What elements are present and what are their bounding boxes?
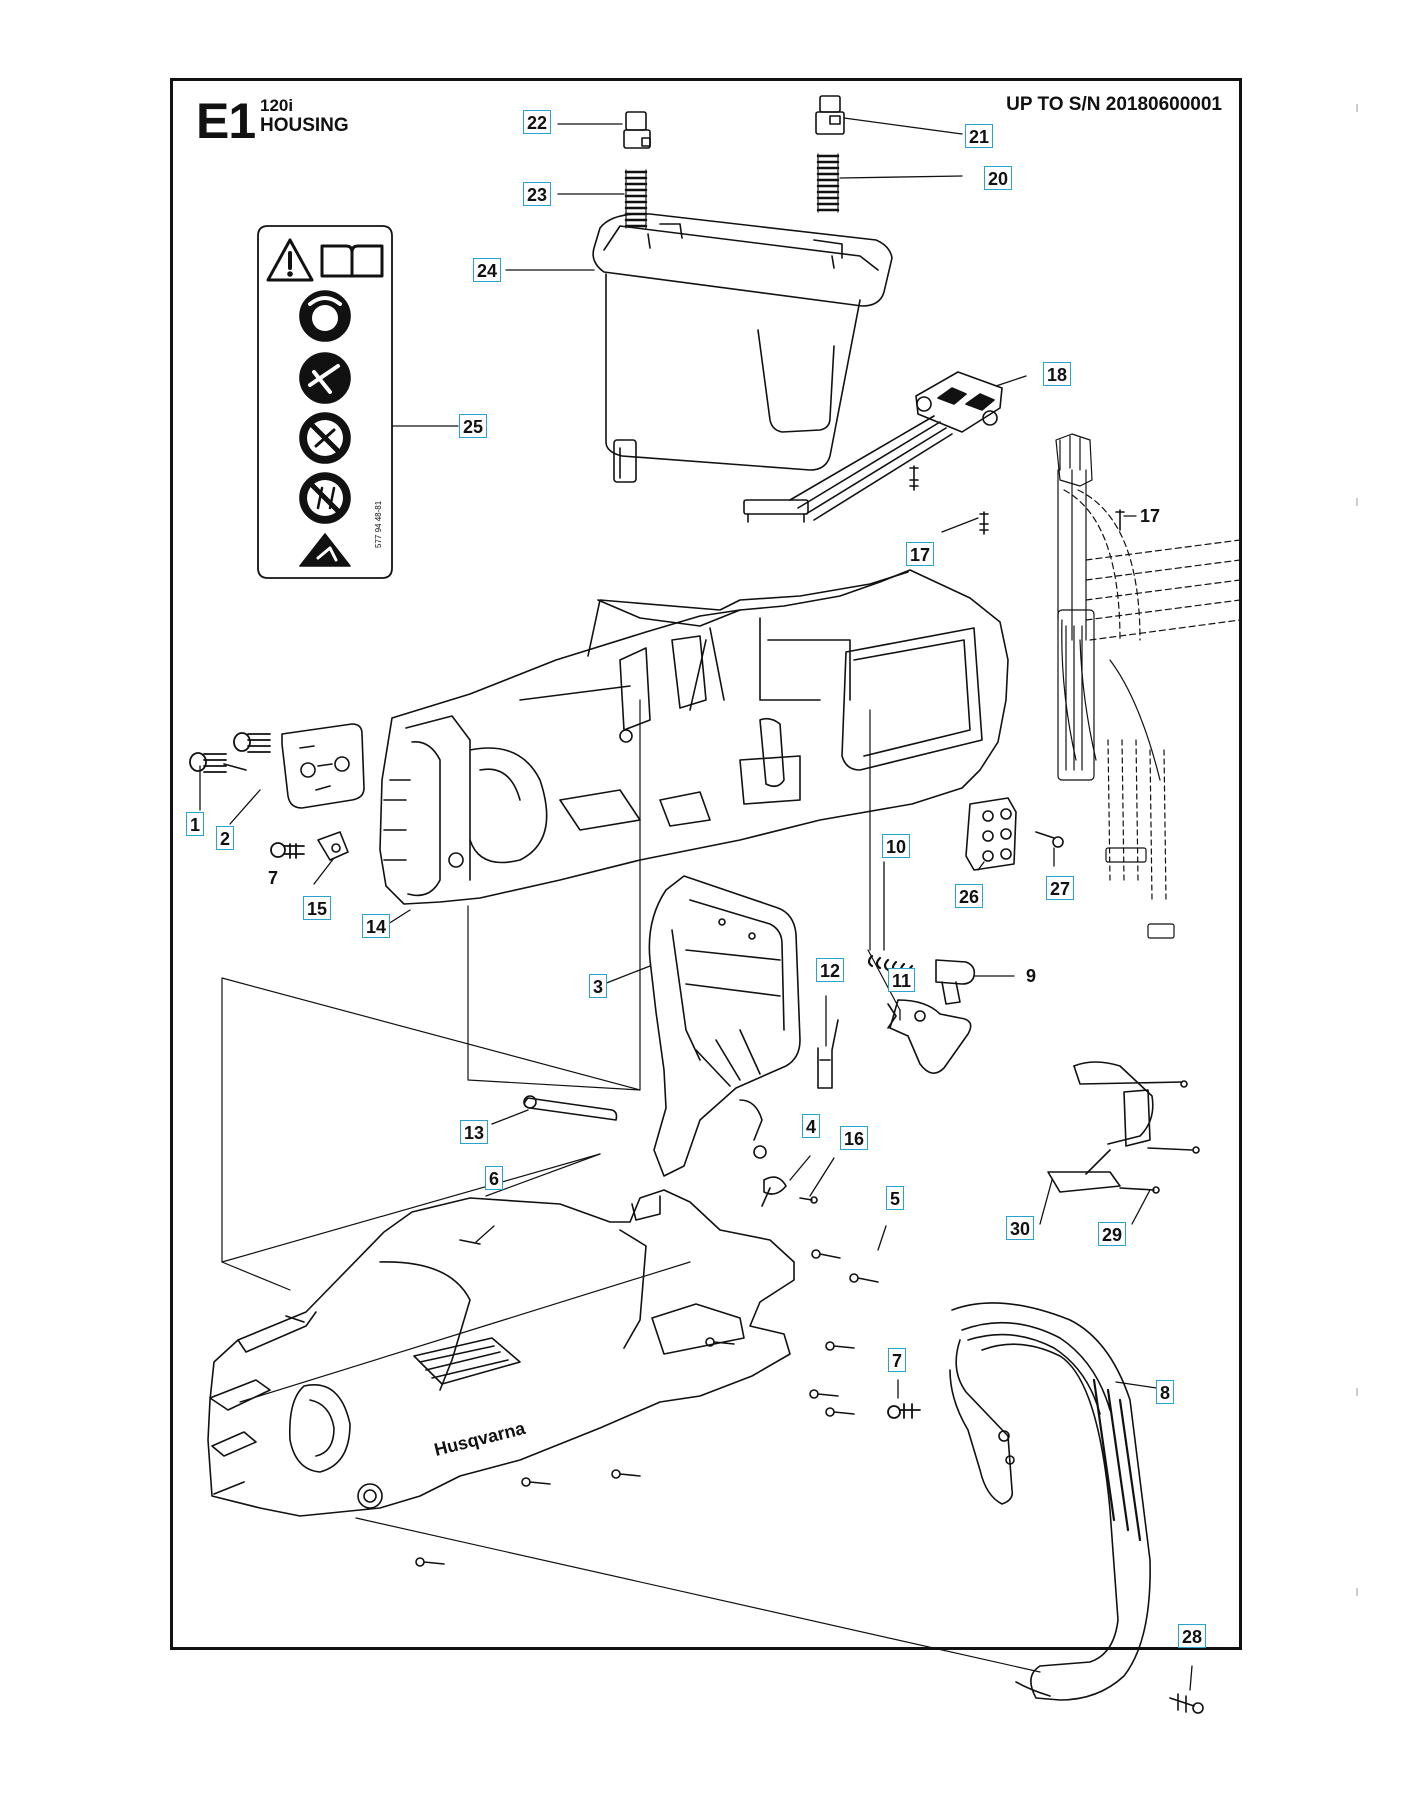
latch-21 [815,95,845,135]
assembly-guides [221,699,1041,1673]
wiring-harness [1055,433,1241,939]
callout-30: 30 [1006,1216,1035,1240]
screw-16 [799,1196,818,1204]
callout-10: 10 [882,834,911,858]
warning-triangle-icon [266,238,314,282]
battery-compartment [592,212,893,483]
callout-16: 16 [840,1126,869,1150]
falling-objects-icon [299,533,351,567]
front-cover [207,1189,795,1517]
edge-mark [1356,498,1358,506]
connector-block-26 [965,797,1017,871]
bolts-1 [189,732,271,773]
trigger-handle-frame [648,875,801,1177]
protective-gear-icon [299,290,351,342]
callout-28: 28 [1178,1624,1207,1648]
front-handle [949,1302,1151,1701]
callout-12: 12 [816,958,845,982]
callout-5: 5 [886,1186,905,1210]
pin-13 [523,1095,618,1121]
callout-20: 20 [984,166,1013,190]
warning-decal: 577 94 48-81 [257,225,393,579]
switch-9 [935,959,976,1005]
section-code: E1 [196,93,256,149]
cover-screws [415,1249,879,1567]
callout-13: 13 [460,1120,489,1144]
brand-logo: Husqvarna [432,1418,528,1460]
callout-3: 3 [589,974,608,998]
callout-21: 21 [965,124,994,148]
screw-17-b [979,511,989,535]
no-one-handed-use-icon [299,412,351,464]
callout-17-b: 17 [906,542,935,566]
callout-29: 29 [1098,1222,1127,1246]
chain-plate-2 [281,723,365,809]
kickback-icon [299,352,351,404]
switch-board [743,371,1003,523]
edge-mark [1356,1388,1358,1396]
callout-7-lower: 7 [888,1348,907,1372]
lever-12 [817,1019,839,1089]
callout-15: 15 [303,896,332,920]
callout-22: 22 [523,110,552,134]
spring-10 [867,954,914,978]
main-housing-frame [379,569,1009,905]
screw-7-lower [887,1403,921,1419]
callout-18: 18 [1043,362,1072,386]
serial-number-note: UP TO S/N 20180600001 [1006,94,1222,115]
callout-17-a: 17 [1140,506,1161,526]
callout-8: 8 [1156,1380,1175,1404]
screw-7-upper [270,842,305,859]
screw-17-a [909,465,919,491]
spring-23 [624,169,648,229]
callout-2: 2 [216,826,235,850]
bracket-30 [1047,1061,1200,1194]
leader-lines [199,117,1193,1691]
callout-7-upper: 7 [268,868,279,888]
clip-4 [761,1176,787,1207]
manual-book-icon [320,244,384,278]
svg-text:577 94 48-81: 577 94 48-81 [374,500,383,548]
latch-22 [623,111,651,149]
callout-6: 6 [485,1166,504,1190]
model-name: 120i [260,96,294,115]
screw-28 [1169,1693,1204,1714]
edge-mark [1356,104,1358,112]
nut-15 [317,831,349,861]
section-title: HOUSING [260,115,349,136]
no-ladder-use-icon [299,472,351,524]
callout-1: 1 [186,812,205,836]
callout-27: 27 [1046,876,1075,900]
callout-4: 4 [802,1114,821,1138]
callout-24: 24 [473,258,502,282]
screw-27 [1035,831,1064,848]
callout-25: 25 [459,414,488,438]
callout-26: 26 [955,884,984,908]
trigger-11 [887,999,972,1074]
spring-20 [816,153,840,213]
callout-14: 14 [362,914,391,938]
screw-17-c [1115,509,1125,531]
edge-mark [1356,1588,1358,1596]
callout-11: 11 [888,968,916,992]
callout-23: 23 [523,182,552,206]
callout-9: 9 [1026,966,1037,986]
diagram-frame [170,78,1242,1650]
